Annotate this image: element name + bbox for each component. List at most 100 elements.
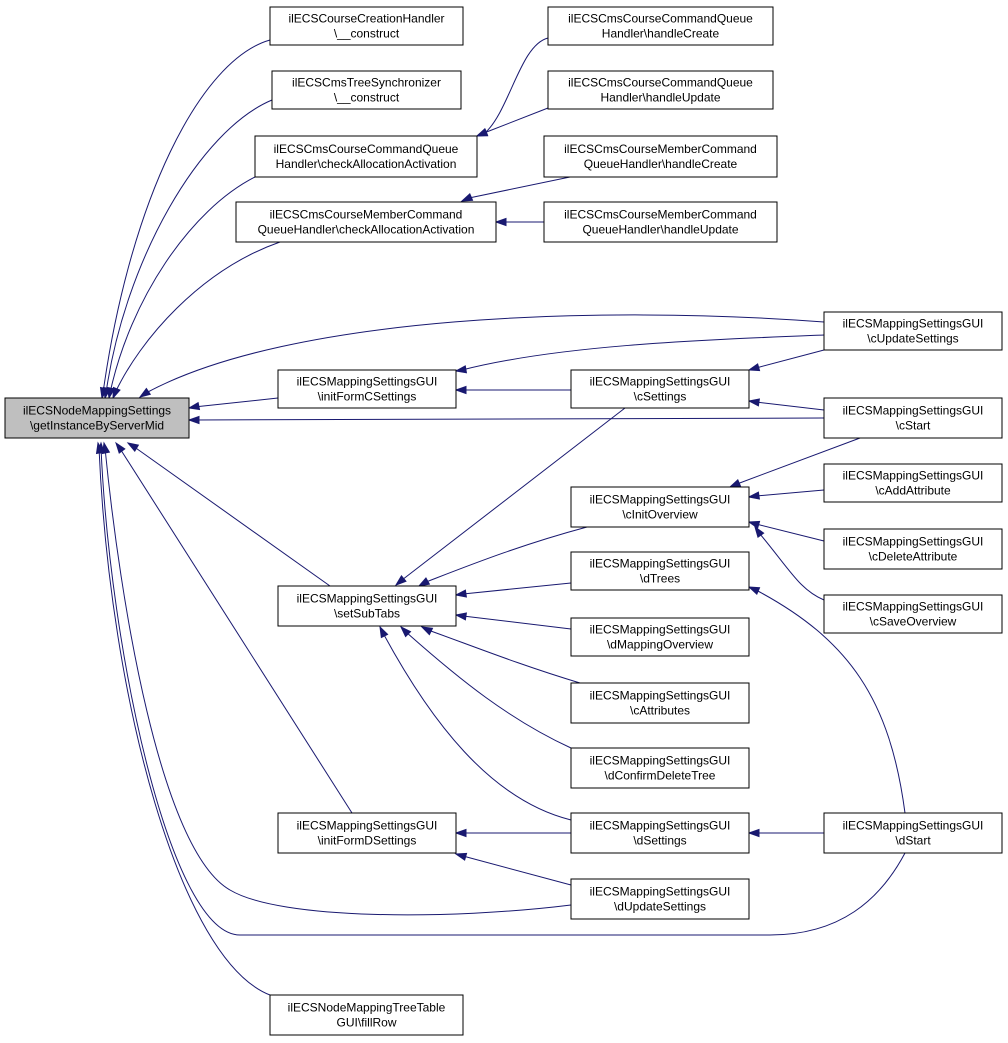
- node-cqUpdate[interactable]: ilECSCmsCourseCommandQueueHandler\handle…: [547, 70, 774, 110]
- arrowhead-icon: [747, 828, 760, 838]
- node-label-line: ilECSMappingSettingsGUI: [590, 689, 731, 703]
- node-label-line: ilECSMappingSettingsGUI: [843, 819, 984, 833]
- node-label-line: ilECSMappingSettingsGUI: [843, 535, 984, 549]
- edge-line: [755, 523, 825, 542]
- edge-dUpdateSettings-to-initFormD: [454, 852, 572, 886]
- node-cqCheck[interactable]: ilECSCmsCourseCommandQueueHandler\checkA…: [254, 135, 478, 178]
- node-label-line: ilECSNodeMappingTreeTable: [288, 1001, 446, 1015]
- node-label-line: ilECSMappingSettingsGUI: [590, 819, 731, 833]
- node-mqCreate[interactable]: ilECSCmsCourseMemberCommandQueueHandler\…: [543, 135, 778, 178]
- node-dStart[interactable]: ilECSMappingSettingsGUI\dStart: [823, 812, 1003, 854]
- edge-line: [483, 107, 549, 134]
- edge-mqCheck-to-root: [112, 241, 281, 400]
- node-label-line: ilECSMappingSettingsGUI: [843, 600, 984, 614]
- node-box: [543, 201, 778, 243]
- node-label-line: \cAttributes: [630, 704, 690, 718]
- node-cUpdateSettings[interactable]: ilECSMappingSettingsGUI\cUpdateSettings: [823, 311, 1003, 351]
- node-setSubTabs[interactable]: ilECSMappingSettingsGUI\setSubTabs: [277, 585, 457, 627]
- node-label-line: \initFormDSettings: [318, 834, 417, 848]
- edge-mqCreate-to-mqCheck: [460, 176, 571, 202]
- node-label-line: \getInstanceByServerMid: [30, 419, 164, 433]
- edge-cqCheck-to-root: [106, 176, 256, 400]
- node-box: [254, 135, 478, 178]
- node-label-line: QueueHandler\handleUpdate: [582, 223, 738, 237]
- edge-line: [132, 445, 331, 587]
- edge-line: [755, 589, 906, 814]
- node-box: [570, 617, 750, 657]
- node-dConfirmDeleteTree[interactable]: ilECSMappingSettingsGUI\dConfirmDeleteTr…: [570, 747, 750, 789]
- node-cSaveOverview[interactable]: ilECSMappingSettingsGUI\cSaveOverview: [823, 594, 1003, 634]
- arrowhead-icon: [747, 520, 761, 529]
- arrowhead-icon: [417, 577, 431, 587]
- node-cqCreate[interactable]: ilECSCmsCourseCommandQueueHandler\handle…: [547, 6, 774, 46]
- node-cSettings[interactable]: ilECSMappingSettingsGUI\cSettings: [570, 369, 750, 409]
- edge-line: [755, 489, 825, 497]
- node-cAttributes[interactable]: ilECSMappingSettingsGUI\cAttributes: [570, 682, 750, 724]
- node-label-line: ilECSCmsCourseCommandQueue: [568, 12, 753, 26]
- node-label-line: ilECSCmsCourseMemberCommand: [564, 142, 757, 156]
- node-box: [570, 551, 750, 591]
- node-label-line: ilECSCourseCreationHandler: [288, 12, 444, 26]
- edge-mqUpdate-to-mqCheck: [494, 217, 544, 227]
- node-label-line: Handler\handleUpdate: [600, 91, 720, 105]
- node-mqUpdate[interactable]: ilECSCmsCourseMemberCommandQueueHandler\…: [543, 201, 778, 243]
- node-mqCheck[interactable]: ilECSCmsCourseMemberCommandQueueHandler\…: [235, 201, 497, 243]
- node-root: ilECSNodeMappingSettings\getInstanceBySe…: [4, 397, 190, 439]
- arrowhead-icon: [747, 586, 761, 596]
- node-dMappingOverview[interactable]: ilECSMappingSettingsGUI\dMappingOverview: [570, 617, 750, 657]
- node-label-line: \cStart: [896, 419, 931, 433]
- node-treesync[interactable]: ilECSCmsTreeSynchronizer\__construct: [271, 70, 462, 110]
- edge-dSettings-to-setSubTabs: [379, 625, 572, 821]
- nodes-layer: ilECSNodeMappingSettings\getInstanceBySe…: [4, 6, 1003, 1036]
- node-cDeleteAttribute[interactable]: ilECSMappingSettingsGUI\cDeleteAttribute: [823, 528, 1003, 570]
- arrowhead-icon: [187, 415, 200, 425]
- edge-line: [193, 417, 825, 421]
- edge-dStart-to-root: [96, 441, 906, 936]
- arrowhead-icon: [106, 386, 116, 400]
- node-box: [570, 878, 750, 920]
- edges-layer: [95, 37, 906, 996]
- node-label-line: ilECSMappingSettingsGUI: [297, 375, 438, 389]
- edge-cSettings-to-setSubTabs: [394, 407, 626, 586]
- edge-line: [114, 241, 281, 394]
- edge-cSaveOverview-to-cInitOverview: [754, 525, 825, 601]
- node-label-line: \cUpdateSettings: [867, 332, 958, 346]
- edge-cAttributes-to-setSubTabs: [420, 626, 581, 684]
- edge-line: [193, 397, 279, 408]
- node-label-line: ilECSCmsCourseMemberCommand: [270, 208, 463, 222]
- node-box: [547, 6, 774, 46]
- arrowhead-icon: [747, 491, 760, 500]
- arrowhead-icon: [747, 398, 760, 407]
- node-creation[interactable]: ilECSCourseCreationHandler\__construct: [269, 6, 464, 46]
- node-cInitOverview[interactable]: ilECSMappingSettingsGUI\cInitOverview: [570, 486, 750, 528]
- edge-line: [105, 99, 273, 394]
- node-dUpdateSettings[interactable]: ilECSMappingSettingsGUI\dUpdateSettings: [570, 878, 750, 920]
- edge-line: [382, 632, 572, 821]
- node-box: [570, 682, 750, 724]
- edge-dTrees-to-setSubTabs: [454, 582, 572, 598]
- node-label-line: \setSubTabs: [334, 607, 400, 621]
- edge-cUpdateSettings-to-root: [138, 314, 825, 398]
- node-box: [547, 70, 774, 110]
- edge-line: [484, 37, 549, 134]
- node-cAddAttribute[interactable]: ilECSMappingSettingsGUI\cAddAttribute: [823, 463, 1003, 503]
- arrowhead-icon: [112, 386, 121, 400]
- node-initFormD[interactable]: ilECSMappingSettingsGUI\initFormDSetting…: [277, 812, 457, 854]
- arrowhead-icon: [747, 363, 761, 372]
- edge-line: [462, 615, 572, 630]
- node-label-line: QueueHandler\handleCreate: [584, 157, 738, 171]
- node-box: [570, 747, 750, 789]
- edge-line: [468, 176, 571, 199]
- node-label-line: Handler\checkAllocationActivation: [276, 157, 457, 171]
- node-initFormC[interactable]: ilECSMappingSettingsGUI\initFormCSetting…: [277, 369, 457, 409]
- node-box: [235, 201, 497, 243]
- node-dSettings[interactable]: ilECSMappingSettingsGUI\dSettings: [570, 812, 750, 854]
- node-label-line: ilECSMappingSettingsGUI: [297, 819, 438, 833]
- node-dTrees[interactable]: ilECSMappingSettingsGUI\dTrees: [570, 551, 750, 591]
- node-box: [823, 528, 1003, 570]
- node-cStart[interactable]: ilECSMappingSettingsGUI\cStart: [823, 397, 1003, 439]
- edge-cUpdateSettings-to-initFormC: [454, 334, 825, 374]
- node-label-line: \dStart: [895, 834, 931, 848]
- node-label-line: ilECSMappingSettingsGUI: [843, 469, 984, 483]
